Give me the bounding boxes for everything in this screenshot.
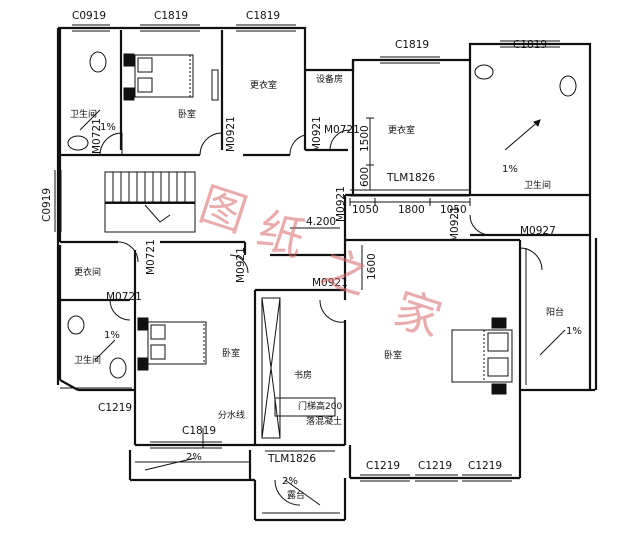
- watermark-char: 家: [388, 282, 448, 348]
- door-label: M0721: [106, 291, 142, 303]
- toilet-icon: [89, 51, 107, 73]
- window-label: C1219: [468, 460, 502, 472]
- room-label: 卫生间: [74, 354, 101, 366]
- toilet-icon: [109, 357, 127, 379]
- dimension-label: 1050: [440, 204, 467, 216]
- sink-icon: [474, 64, 494, 80]
- window-label: C1819: [154, 10, 188, 22]
- door-label: M0921: [312, 277, 348, 289]
- slope-label: 2%: [186, 452, 202, 463]
- wardrobe-icon: [261, 297, 281, 439]
- watermark-char: 之: [315, 240, 375, 306]
- notes: 门梯高200 落混凝土 分水线: [218, 400, 342, 427]
- sink-icon: [67, 135, 89, 151]
- dimension-labels: 1500 600 1050 1800 1050 1600 4.200: [306, 125, 467, 280]
- door-swings: [99, 129, 543, 506]
- dimension-label: 1600: [366, 253, 378, 280]
- furniture: [67, 51, 577, 439]
- watermark-char: 纸: [251, 202, 311, 268]
- room-label: 卫生间: [524, 179, 551, 191]
- door-label: TLM1826: [386, 172, 435, 184]
- dimension-lines: [202, 117, 471, 448]
- slope-label: 1%: [100, 122, 116, 133]
- window-label: C1819: [246, 10, 280, 22]
- note-waterline: 分水线: [218, 409, 245, 421]
- room-label: 更衣室: [250, 79, 277, 91]
- room-label: 阳台: [546, 306, 564, 318]
- slope-label: 2%: [282, 476, 298, 487]
- slope-labels: 1% 1% 1% 1% 2% 2%: [100, 122, 582, 487]
- bed-icon: [451, 317, 513, 395]
- door-label: M0921: [449, 206, 461, 242]
- room-label: 更衣间: [74, 266, 101, 278]
- door-label: M0721: [324, 124, 360, 136]
- toilet-icon: [559, 75, 577, 97]
- note-concrete: 落混凝土: [306, 415, 342, 427]
- door-label: M0721: [91, 118, 103, 154]
- dimension-label: 1500: [359, 125, 371, 152]
- door-label: M0921: [311, 116, 323, 152]
- window-label: C1819: [395, 39, 429, 51]
- room-label: 露台: [287, 489, 305, 501]
- room-label: 更衣室: [388, 124, 415, 136]
- staircase: [104, 171, 196, 233]
- dimension-label: 600: [359, 167, 371, 187]
- room-label: 卫生间: [70, 108, 97, 120]
- elevation-label: 4.200: [306, 216, 336, 228]
- room-label: 书房: [294, 369, 312, 381]
- window-label: C0919: [41, 188, 53, 222]
- sink-icon: [67, 315, 85, 335]
- door-labels: M0721 M0921 M0921 M0721 M0921 M0921 M092…: [91, 116, 556, 465]
- door-label: TLM1826: [267, 453, 316, 465]
- desk-icon: [274, 397, 336, 417]
- window-label: C1219: [98, 402, 132, 414]
- door-label: M0921: [335, 186, 347, 222]
- dimension-label: 1050: [352, 204, 379, 216]
- bed-icon: [137, 317, 207, 371]
- door-label: M0921: [225, 116, 237, 152]
- slope-label: 1%: [566, 326, 582, 337]
- room-label: 卧室: [384, 349, 402, 361]
- room-label: 卧室: [178, 108, 196, 120]
- window-label: C1819: [513, 39, 547, 51]
- window-label: C0919: [72, 10, 106, 22]
- slope-label: 1%: [104, 330, 120, 341]
- dimension-label: 1800: [398, 204, 425, 216]
- slope-arrows: [79, 109, 566, 506]
- slope-label: 1%: [502, 164, 518, 175]
- note-beam: 门梯高200: [298, 400, 342, 412]
- room-label: 设备房: [316, 73, 343, 85]
- bed-icon: [123, 53, 194, 101]
- window-label: C1219: [366, 460, 400, 472]
- room-label: 卧室: [222, 347, 240, 359]
- door-label: M0927: [520, 225, 556, 237]
- window-label: C1219: [418, 460, 452, 472]
- walls: [56, 26, 598, 522]
- door-label: M0721: [145, 239, 157, 275]
- room-labels: 卫生间 卧室 更衣室 设备房 更衣室 卫生间 更衣间 卫生间 卧室 书房 卧室 …: [70, 73, 564, 501]
- window-label: C1819: [182, 425, 216, 437]
- watermark-char: 图: [193, 177, 253, 243]
- door-label: M0921: [235, 247, 247, 283]
- window-labels: C0919 C1819 C1819 C1819 C1819 C0919 C121…: [41, 10, 547, 472]
